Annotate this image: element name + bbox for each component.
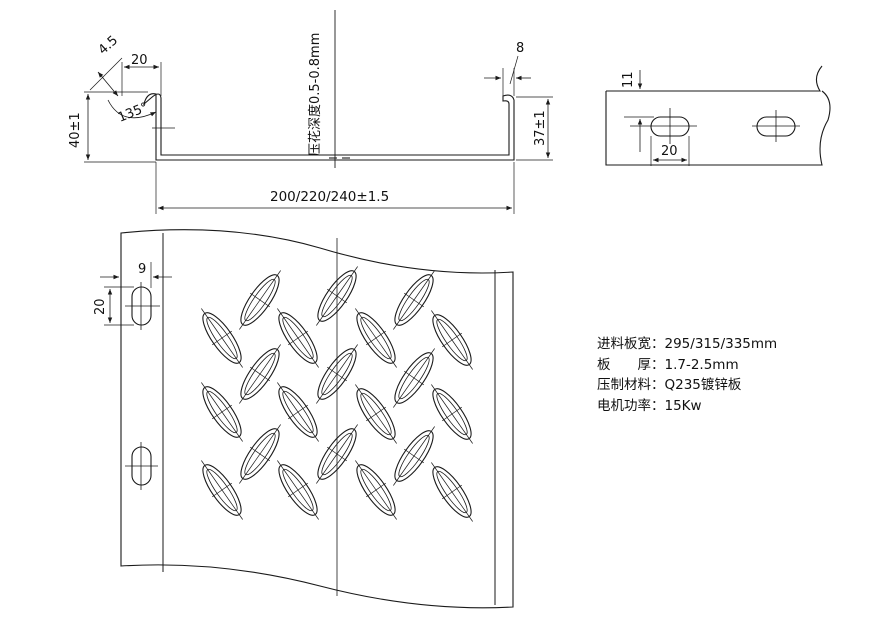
channel-profile-outer: [143, 93, 515, 161]
emboss-diamond: [277, 460, 319, 520]
dim-side-offset-label: 11: [621, 71, 636, 88]
emboss-diamond: [239, 424, 281, 484]
emboss-diamond: [201, 460, 243, 520]
side-view: [605, 65, 831, 166]
dim-lip-label: 4.5: [96, 33, 121, 58]
spec-feed-width: 进料板宽：295/315/335mm: [597, 334, 837, 355]
spec-material: 压制材料：Q235镀锌板: [597, 375, 837, 396]
dim-left-height-label: 40±1: [68, 112, 83, 148]
emboss-diamond: [431, 310, 473, 370]
emboss-diamond: [393, 348, 435, 408]
spec-motor-value: 15Kw: [664, 397, 702, 414]
dim-plan-slot-length-label: 20: [93, 298, 108, 315]
plan-sheet-outline: [120, 229, 514, 609]
emboss-diamond: [201, 382, 243, 442]
emboss-diamond: [393, 270, 435, 330]
spec-thickness-label: 板 厚：: [597, 356, 665, 373]
emboss-pattern: [201, 266, 473, 522]
emboss-diamond: [355, 460, 397, 520]
dim-lip: [97, 71, 119, 97]
emboss-diamond: [277, 382, 319, 442]
spec-feed-width-value: 295/315/335mm: [664, 336, 778, 352]
spec-motor: 电机功率：15Kw: [597, 396, 837, 417]
spec-block: 进料板宽：295/315/335mm 板 厚：1.7-2.5mm 压制材料：Q2…: [597, 334, 837, 416]
angle-arc: [107, 99, 157, 119]
emboss-diamond: [316, 266, 358, 326]
dim-bottom-width-label: 200/220/240±1.5: [270, 189, 389, 205]
spec-thickness-value: 1.7-2.5mm: [664, 356, 739, 373]
emboss-diamond: [316, 424, 358, 484]
plan-view: [100, 229, 514, 609]
emboss-diamond: [239, 270, 281, 330]
dim-left-flange-label: 20: [131, 53, 148, 68]
emboss-diamond: [316, 344, 358, 404]
emboss-diamond: [355, 384, 397, 444]
emboss-diamond: [431, 384, 473, 444]
emboss-diamond: [277, 308, 319, 368]
spec-material-label: 压制材料：: [597, 377, 665, 393]
emboss-diamond: [355, 308, 397, 368]
side-strip-outline: [605, 65, 831, 166]
spec-feed-width-label: 进料板宽：: [597, 336, 665, 352]
dim-side-slot-length-label: 20: [661, 144, 678, 159]
emboss-diamond: [239, 344, 281, 404]
spec-thickness: 板 厚：1.7-2.5mm: [597, 355, 837, 376]
emboss-diamond: [201, 308, 243, 368]
spec-motor-label: 电机功率：: [597, 397, 665, 414]
dim-right-flange-label: 8: [516, 41, 524, 56]
emboss-depth-label: 压花深度0.5-0.8mm: [307, 33, 323, 156]
profile-view: [84, 10, 553, 214]
dim-plan-offset-label: 9: [138, 262, 146, 277]
dim-right-height-label: 37±1: [533, 110, 548, 146]
emboss-diamond: [431, 462, 473, 522]
spec-material-value: Q235镀锌板: [664, 377, 742, 393]
dim-angle-label: 135°: [116, 100, 151, 126]
emboss-diamond: [393, 426, 435, 486]
